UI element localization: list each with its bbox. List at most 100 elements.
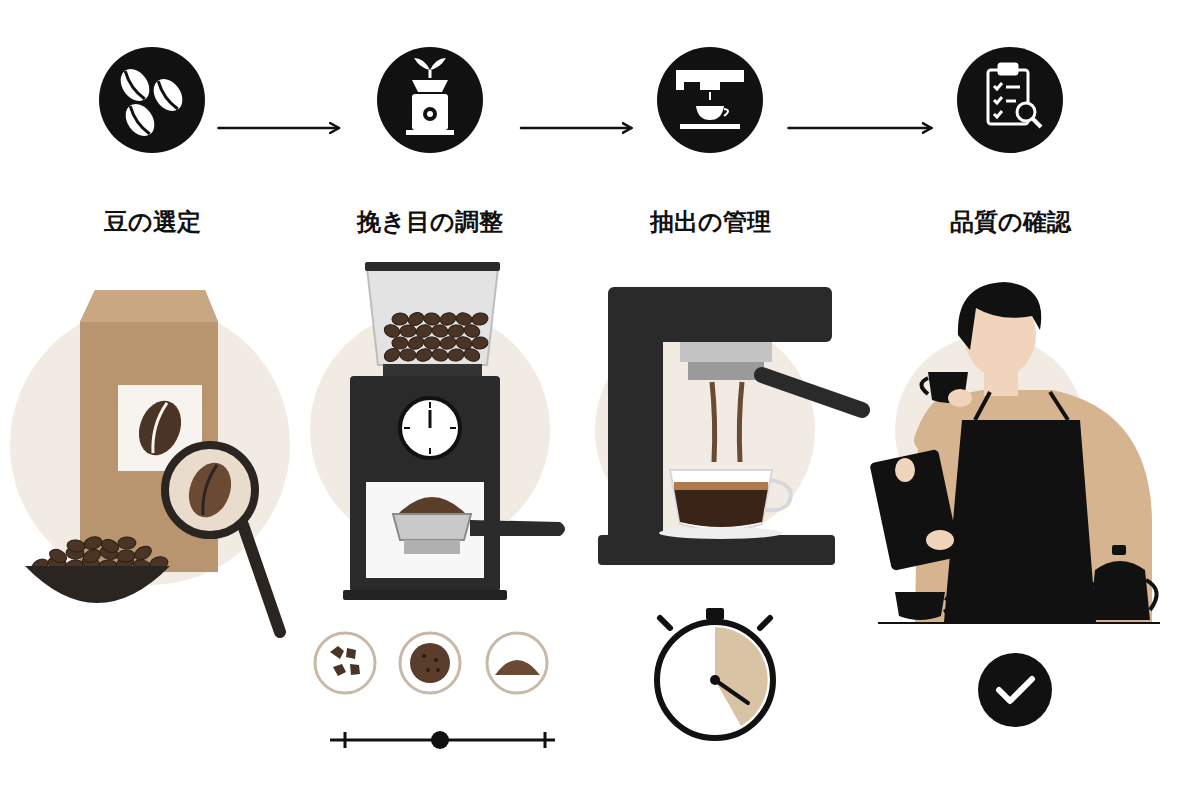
step-icon-space: [942, 47, 1079, 207]
grinder: [400, 325, 416, 338]
espresso-machine: [674, 488, 768, 527]
stopwatch: [710, 675, 720, 685]
grind-slider: [544, 732, 547, 748]
bean-bowl: [66, 539, 85, 553]
grinder: [439, 311, 458, 327]
barista: [869, 449, 960, 571]
espresso-machine: [659, 527, 783, 539]
coffee-bag: [132, 395, 189, 461]
grinder: [471, 336, 488, 350]
stopwatch: [706, 608, 724, 620]
barista: [948, 389, 972, 407]
magnifier: [182, 457, 239, 523]
step-circle: [657, 47, 763, 153]
grind-size-sample: [330, 646, 360, 676]
grinder: [470, 520, 565, 536]
grinder: [404, 402, 456, 454]
grinder: [404, 427, 410, 429]
check-mark: [978, 653, 1052, 727]
grinder-icon: [412, 80, 448, 92]
step-icon-space: [642, 47, 779, 207]
barista: [869, 449, 960, 571]
grinder: [392, 337, 408, 349]
check-mark: [978, 653, 1052, 727]
espresso-machine: [688, 362, 764, 380]
grinder: [406, 310, 425, 327]
grinder: [400, 398, 460, 458]
grind-slider: [344, 732, 347, 748]
grinder: [429, 410, 432, 428]
espresso-machine: [680, 342, 772, 362]
check-mark: [999, 679, 1032, 701]
process-step: 抽出の管理: [642, 47, 779, 237]
grinder: [455, 335, 474, 351]
stopwatch: [715, 627, 768, 726]
espresso-machine: [712, 382, 715, 462]
bean-icon: [118, 96, 163, 143]
bean-icon: [118, 96, 163, 143]
coffee-bag: [147, 402, 171, 453]
magnifier: [197, 464, 221, 515]
espresso-machine: [762, 375, 862, 410]
flow-arrow: [789, 127, 932, 130]
bean-bowl: [25, 535, 170, 603]
espresso-machine: [674, 482, 768, 490]
process-step: 挽き目の調整: [349, 47, 511, 237]
grinder: [424, 312, 441, 325]
step-label: 品質の確認: [946, 207, 1075, 237]
step-label: 豆の選定: [100, 207, 205, 237]
step-circle: [99, 47, 1063, 153]
grinder: [447, 324, 465, 339]
bean-bowl: [25, 566, 170, 603]
bean-bowl: [81, 547, 102, 564]
process-step: 豆の選定: [96, 47, 209, 237]
grinder: [423, 336, 440, 350]
barista: [869, 282, 1160, 623]
barista: [915, 390, 1152, 622]
espresso-icon: [700, 82, 720, 90]
espresso-machine: [608, 300, 663, 545]
grind-size-sample: [315, 633, 547, 693]
grind-size-sample: [487, 633, 547, 693]
grinder: [366, 482, 484, 578]
espresso-machine: [764, 480, 791, 510]
clipboard-icon: [999, 64, 1017, 74]
espresso-icon: [709, 92, 711, 100]
espresso-icon: [680, 124, 740, 129]
grind-size-sample: [495, 660, 540, 675]
bean-bowl: [47, 547, 68, 566]
grind-size-sample: [400, 633, 460, 693]
grinder: [398, 497, 466, 514]
process-step: 品質の確認: [942, 47, 1079, 237]
bean-bowl: [118, 537, 136, 549]
espresso-icon: [676, 70, 684, 90]
flow-arrow: [521, 127, 632, 130]
bean-icon: [123, 71, 145, 101]
grinder-icon: [414, 58, 446, 70]
grinder: [400, 348, 417, 361]
grinder: [343, 262, 565, 600]
grinder: [350, 376, 500, 592]
grind-slider: [330, 731, 555, 749]
espresso-icon: [696, 106, 724, 120]
grind-size-sample: [436, 668, 440, 672]
grinder: [343, 590, 507, 600]
grinder: [367, 268, 498, 365]
grinder: [365, 262, 500, 271]
grinder: [471, 312, 489, 326]
bean-bowl: [116, 549, 135, 563]
bean-icon: [156, 81, 178, 111]
grind-size-sample: [422, 654, 440, 672]
grinder: [429, 402, 431, 408]
espresso-icon: [676, 70, 744, 129]
barista: [878, 622, 1160, 624]
grinder: [392, 313, 409, 326]
grinder: [382, 310, 489, 364]
barista: [1068, 560, 1095, 585]
bean-icon: [128, 106, 150, 136]
step-circle: [957, 47, 1063, 153]
bean-bowl: [132, 543, 154, 562]
grinder: [393, 514, 471, 540]
